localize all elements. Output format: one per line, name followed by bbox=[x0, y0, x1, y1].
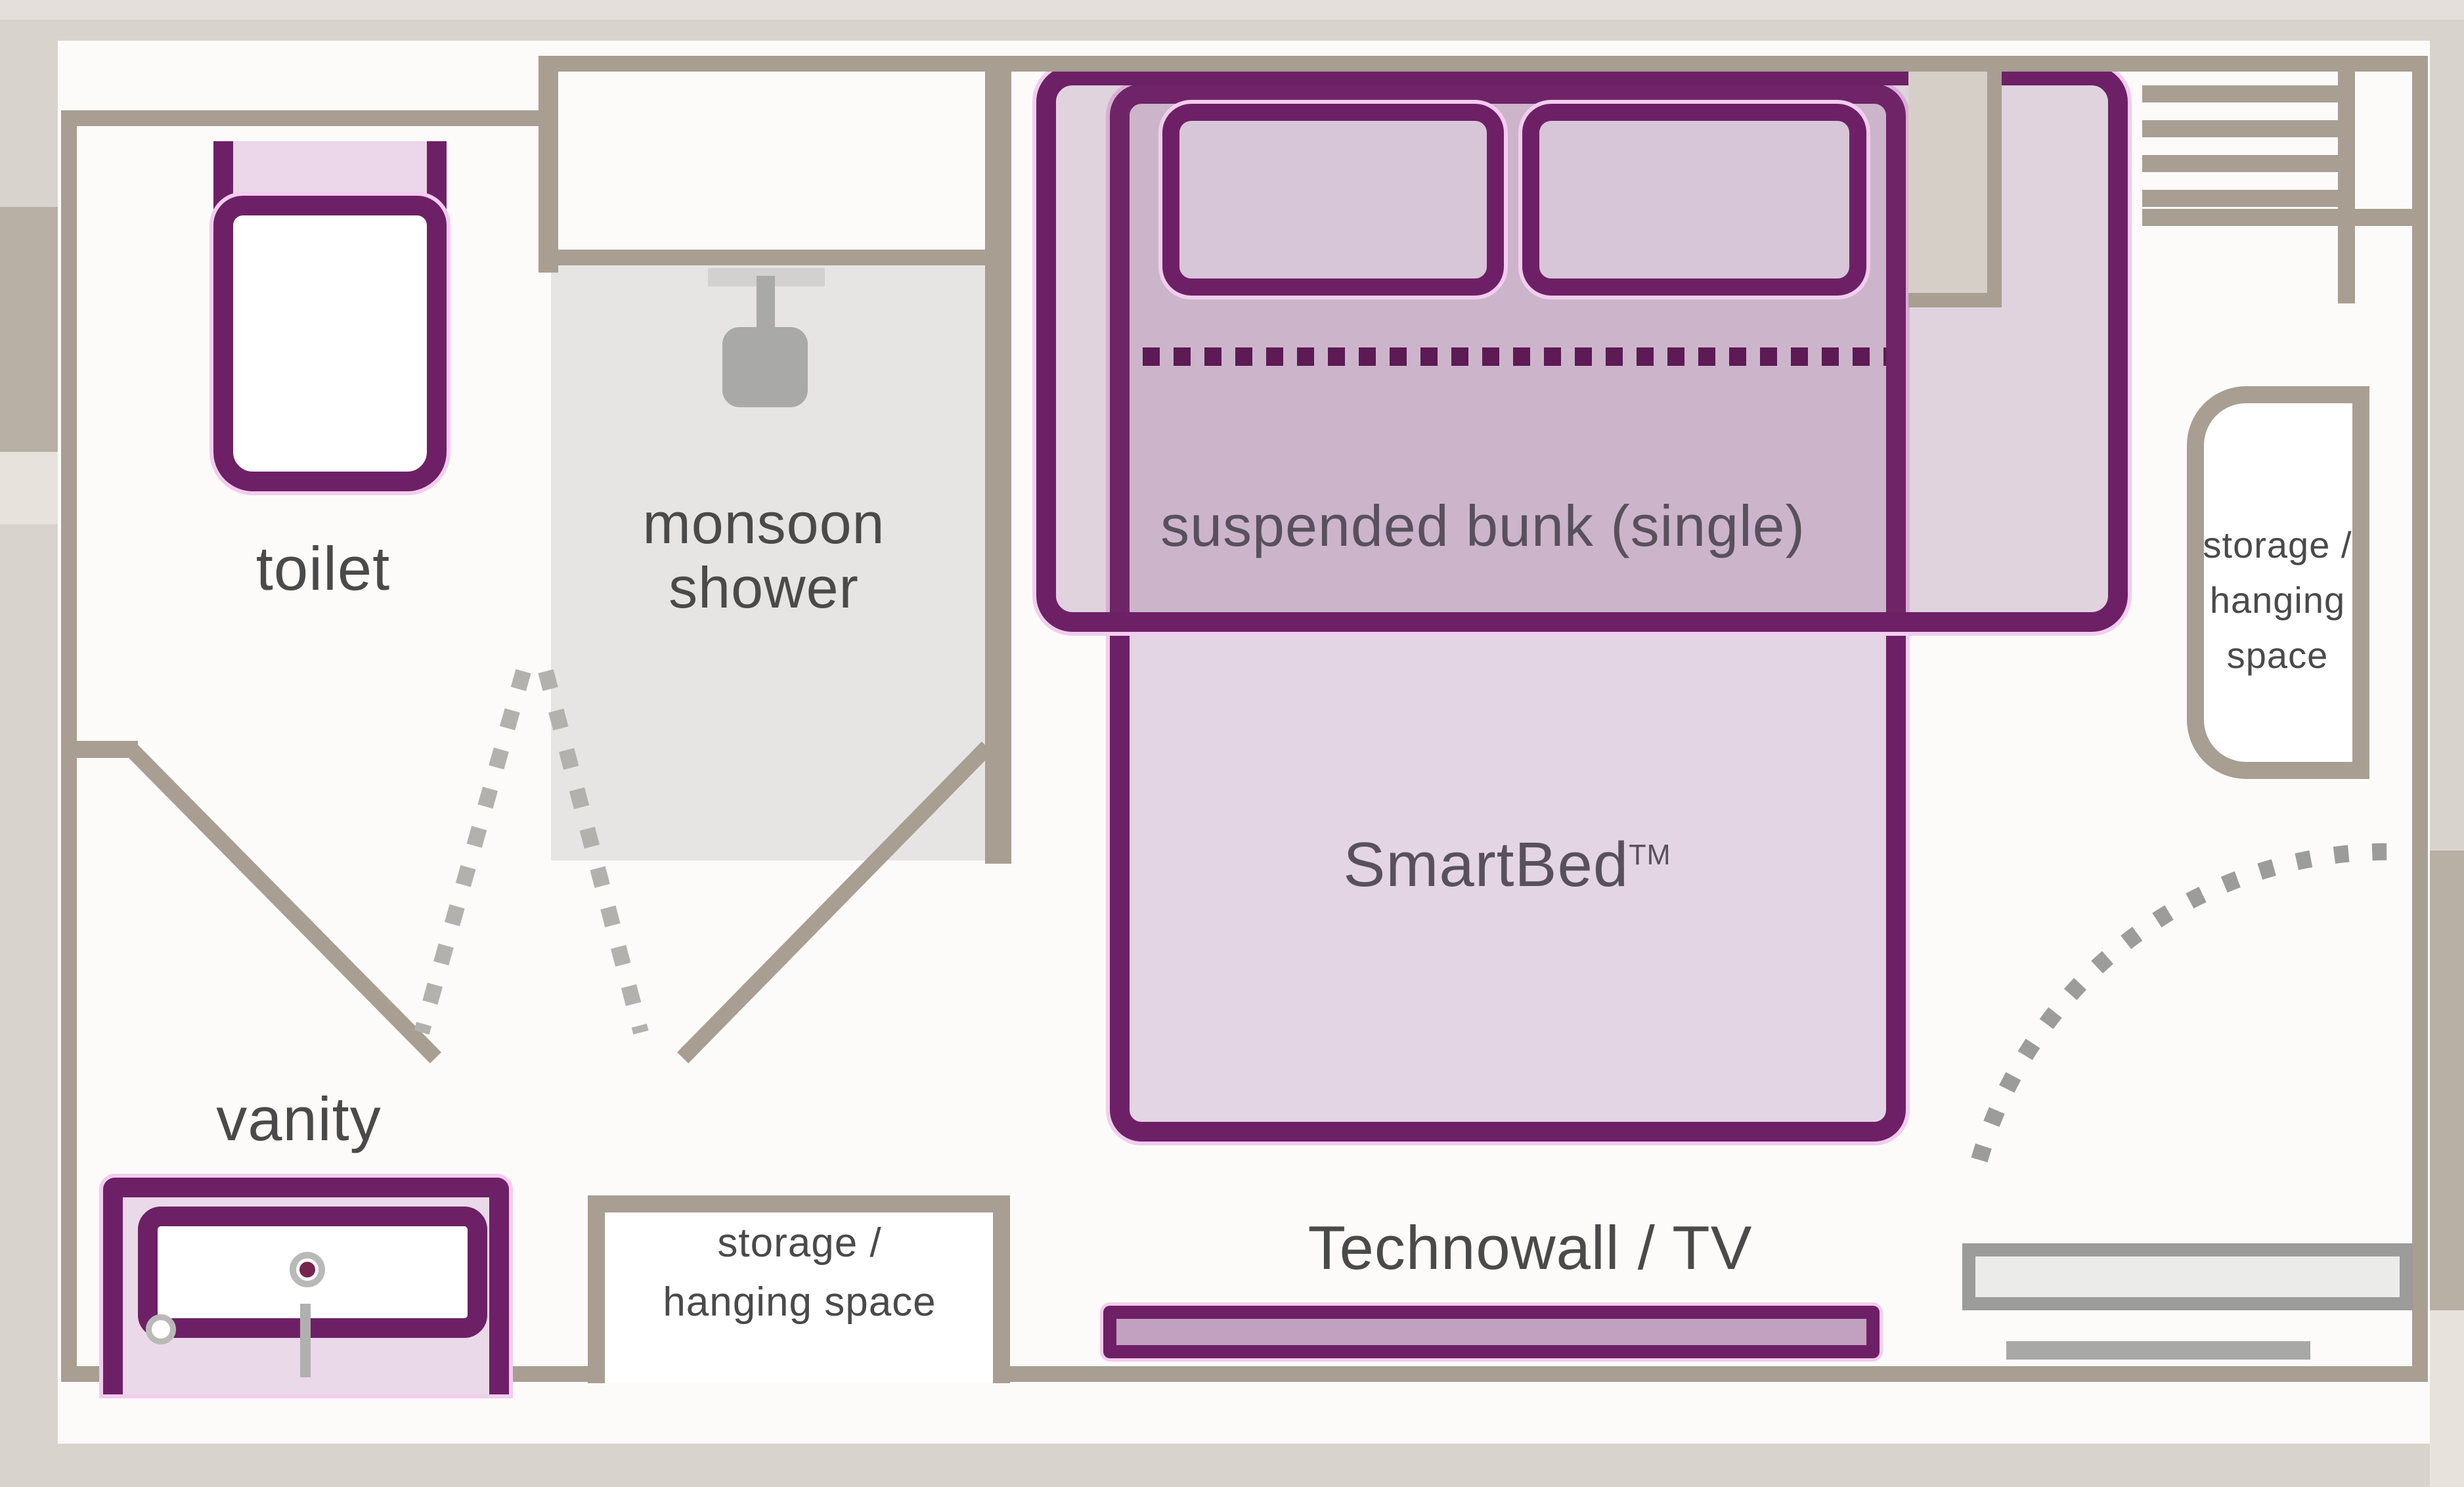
storage-bottom-label-line1: storage / bbox=[717, 1220, 882, 1266]
frame-right-dark-patch bbox=[2430, 851, 2464, 1310]
storage-bottom-label-line2: hanging space bbox=[663, 1279, 936, 1325]
storage-right-label-line2: hanging bbox=[2209, 579, 2346, 621]
wall-shower-top bbox=[545, 250, 1011, 265]
shower-stem-icon bbox=[757, 276, 775, 336]
pillow-left bbox=[1162, 104, 1504, 296]
monsoon-shower-label-line1: monsoon bbox=[642, 491, 885, 556]
storage-right-label: storage / hanging space bbox=[2187, 518, 2368, 683]
frame-left-dark-patch bbox=[0, 207, 58, 452]
wall-right bbox=[2412, 56, 2428, 1381]
frame-left-light-patch bbox=[0, 452, 58, 524]
wall-toilet-shower-divider bbox=[539, 56, 558, 273]
storage-bottom-label: storage / hanging space bbox=[594, 1214, 1005, 1332]
faucet-dot bbox=[299, 1262, 315, 1277]
storage-right-label-line1: storage / bbox=[2203, 524, 2352, 566]
frame-top-light-strip bbox=[0, 0, 2464, 20]
entrance-door-panel bbox=[1962, 1243, 2413, 1310]
toilet-bowl-icon bbox=[213, 196, 447, 491]
smartbed-label: SmartBedTM bbox=[1113, 829, 1901, 901]
technowall-label: Technowall / TV bbox=[1308, 1213, 1753, 1282]
ladder-rail bbox=[2338, 70, 2355, 303]
headboard-niche-panel bbox=[1908, 64, 2002, 307]
storage-bottom-box bbox=[588, 1195, 1010, 1383]
vanity-label: vanity bbox=[216, 1084, 382, 1153]
ladder-rung-2 bbox=[2142, 120, 2339, 137]
shower-head-icon bbox=[722, 327, 808, 407]
pillow-right bbox=[1522, 104, 1866, 296]
smartbed-trademark: TM bbox=[1629, 839, 1671, 871]
ladder-bottom-bar bbox=[2142, 209, 2428, 226]
drain-icon bbox=[146, 1314, 176, 1344]
monsoon-shower-label: monsoon shower bbox=[567, 491, 961, 620]
storage-right-label-line3: space bbox=[2226, 634, 2329, 676]
wall-top-bathroom bbox=[61, 110, 558, 126]
wall-shower-right bbox=[985, 56, 1011, 864]
ladder-rung-3 bbox=[2142, 155, 2339, 172]
wall-bathroom-door-stub bbox=[72, 741, 138, 758]
frame-right-light-patch bbox=[2430, 1310, 2464, 1487]
suspended-bunk-label: suspended bunk (single) bbox=[1160, 493, 1805, 558]
ladder-rung-1 bbox=[2142, 85, 2339, 102]
technowall-bar bbox=[1103, 1306, 1880, 1358]
faucet-stem bbox=[300, 1304, 311, 1377]
ladder-rung-4 bbox=[2142, 190, 2339, 207]
wall-top-main bbox=[539, 56, 2428, 72]
toilet-label: toilet bbox=[255, 534, 391, 603]
monsoon-shower-label-line2: shower bbox=[669, 555, 859, 620]
smartbed-label-text: SmartBed bbox=[1343, 830, 1629, 900]
entrance-threshold bbox=[2006, 1341, 2310, 1360]
